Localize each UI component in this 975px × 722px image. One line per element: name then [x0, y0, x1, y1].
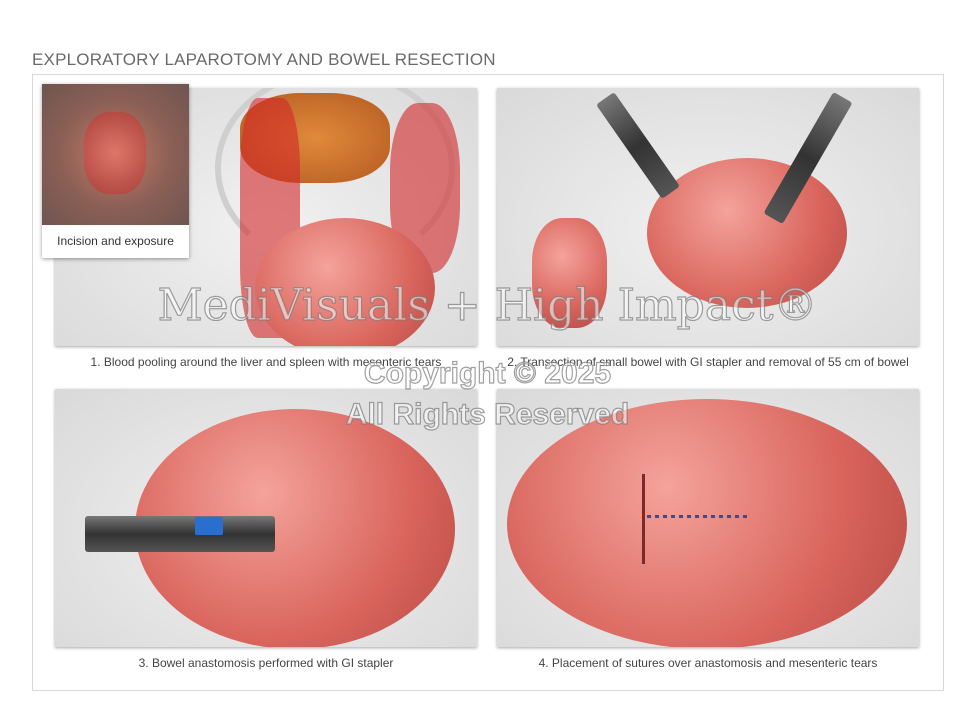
figure-frame	[32, 74, 944, 691]
inset-caption: Incision and exposure	[57, 234, 174, 248]
inset-incision: Incision and exposure	[42, 84, 189, 258]
panel-1-illustration	[55, 88, 477, 346]
panel-3-illustration	[55, 389, 477, 647]
panel-2-caption: 2. Transection of small bowel with GI st…	[507, 355, 909, 369]
panel-4-illustration	[497, 389, 919, 647]
page-title: EXPLORATORY LAPAROTOMY AND BOWEL RESECTI…	[32, 50, 496, 69]
watermark-copyright: Copyright © 2025	[363, 356, 612, 390]
watermark-brand: MediVisuals + High Impact®	[157, 279, 818, 331]
panel-4-caption: 4. Placement of sutures over anastomosis…	[538, 656, 878, 670]
incision-photo	[42, 84, 189, 225]
panel-1-caption: 1. Blood pooling around the liver and sp…	[90, 355, 442, 369]
panel-2-illustration	[497, 88, 919, 346]
panel-3-caption: 3. Bowel anastomosis performed with GI s…	[138, 656, 394, 670]
watermark-rights: All Rights Reserved	[345, 397, 630, 431]
